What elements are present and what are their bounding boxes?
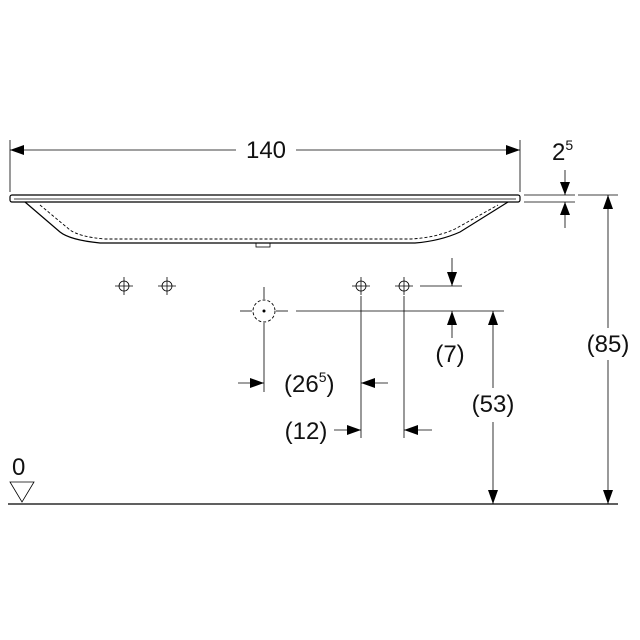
waste-spacing-sup: 5 xyxy=(319,369,327,385)
tap-extension-lines xyxy=(360,296,405,438)
width-dimension: 140 xyxy=(9,137,521,192)
thickness-dimension: 25 xyxy=(524,137,575,228)
tap-hole-markers xyxy=(115,277,413,295)
basin-body xyxy=(24,201,509,248)
drain-offset-dimension: (7) xyxy=(420,258,465,368)
tap-hole-marker xyxy=(158,277,176,295)
drain-offset-arrow-bottom xyxy=(447,311,457,325)
floor-level: 0 xyxy=(8,454,618,505)
tap-spacing-arrow-right xyxy=(404,425,418,435)
sink-rim xyxy=(9,194,521,203)
thickness-label: 25 xyxy=(552,137,573,166)
tap-spacing-dimension: (12) xyxy=(285,418,432,445)
total-height-arrow-bottom xyxy=(603,490,613,504)
waste-spacing-dimension: (265) xyxy=(238,369,388,398)
total-height-dimension: (85) xyxy=(578,194,630,504)
total-height-label: (85) xyxy=(587,331,630,358)
drain-height-label: (53) xyxy=(472,391,515,418)
drain-height-arrow-top xyxy=(488,311,498,325)
tap-spacing-arrow-left xyxy=(347,425,361,435)
level-marker-icon xyxy=(9,481,35,503)
total-height-arrow-top xyxy=(603,195,613,209)
waste-spacing-close: ) xyxy=(326,371,334,398)
thickness-main: 2 xyxy=(552,139,565,166)
thickness-arrow-bottom xyxy=(560,202,570,215)
drain-height-arrow-bottom xyxy=(488,490,498,504)
thickness-sup: 5 xyxy=(565,137,573,153)
drain-offset-arrow-top xyxy=(447,272,457,286)
floor-level-label: 0 xyxy=(12,454,25,481)
thickness-arrow-top xyxy=(560,182,570,195)
width-arrow-right xyxy=(506,145,520,155)
waste-spacing-arrow-left xyxy=(250,378,264,388)
tap-hole-marker xyxy=(352,277,370,295)
width-arrow-left xyxy=(10,145,24,155)
tap-hole-marker xyxy=(395,277,413,295)
width-label: 140 xyxy=(246,137,286,164)
tap-hole-marker xyxy=(115,277,133,295)
drain-height-dimension: (53) xyxy=(472,311,515,504)
tap-spacing-label: (12) xyxy=(285,418,328,445)
waste-spacing-arrow-right xyxy=(361,378,375,388)
waste-spacing-label: (265) xyxy=(284,369,334,398)
drain-offset-label: (7) xyxy=(435,341,464,368)
drain-outlet xyxy=(240,287,504,392)
waste-spacing-main: (26 xyxy=(284,371,319,398)
